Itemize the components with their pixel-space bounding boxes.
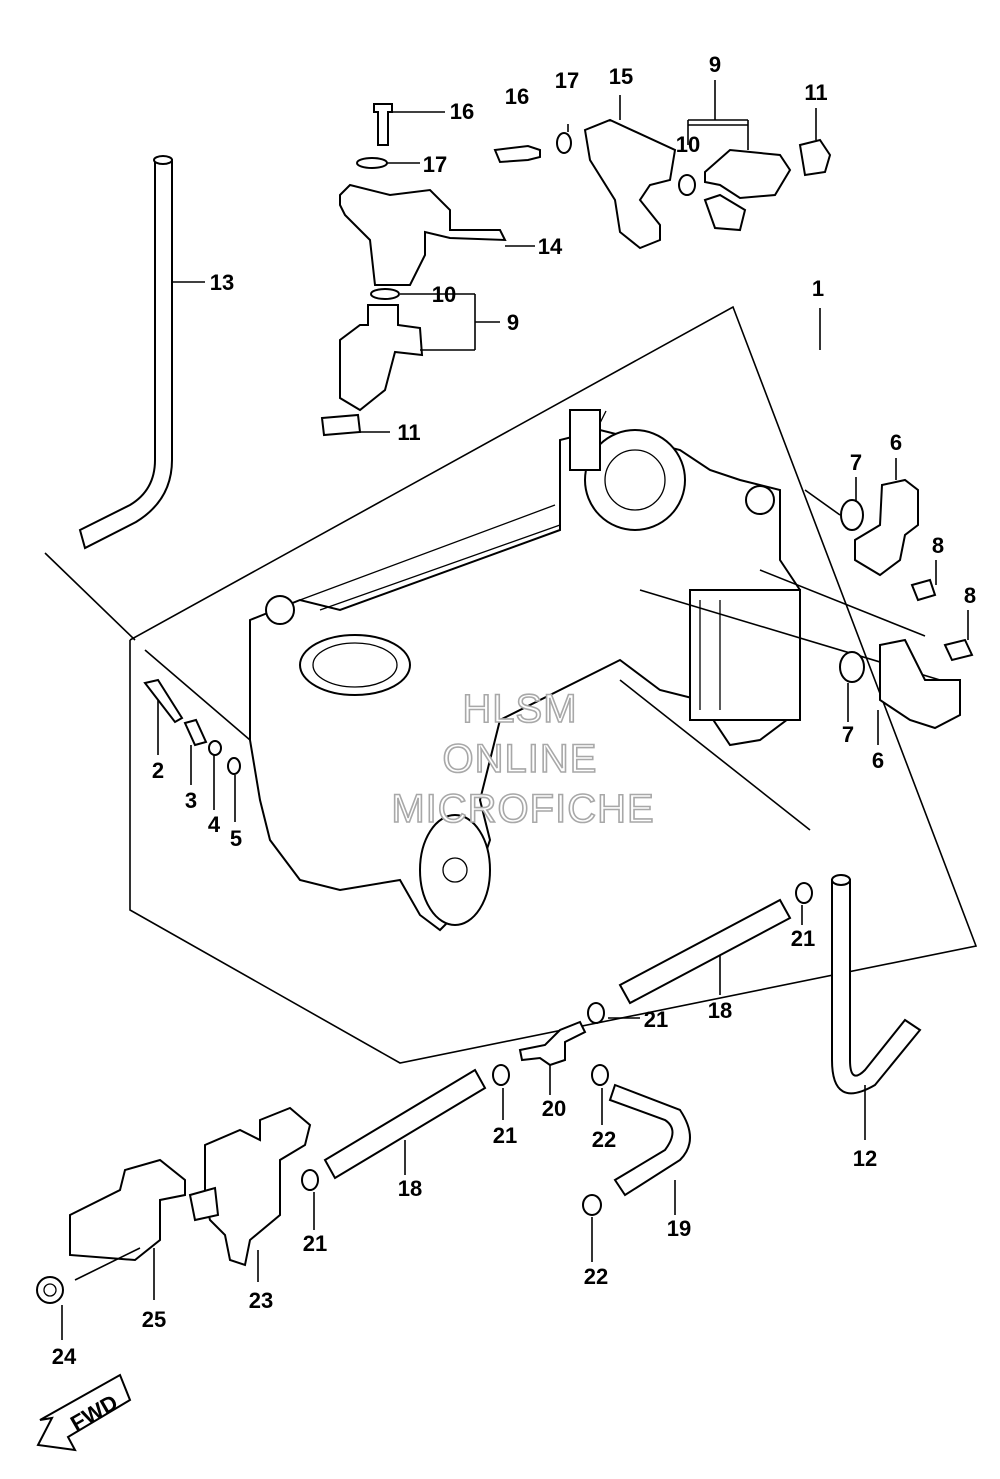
hose-13 (78, 155, 205, 550)
fuel-rail-right (493, 80, 832, 250)
small-parts-2-5 (143, 678, 241, 775)
callout-11-left: 11 (397, 420, 420, 445)
watermark-line-1: HLSM (462, 687, 577, 731)
callout-9-right: 9 (709, 52, 721, 77)
callout-1: 1 (812, 276, 824, 301)
callout-21-a: 21 (791, 926, 815, 951)
callout-18-left: 18 (398, 1176, 422, 1201)
fwd-arrow: FWD (36, 1373, 132, 1452)
callout-16-left: 16 (450, 99, 474, 124)
callout-21-b: 21 (644, 1007, 668, 1032)
callout-22-a: 22 (592, 1127, 616, 1152)
callout-12: 12 (853, 1146, 877, 1171)
callout-6-lower: 6 (872, 748, 884, 773)
callout-17-left: 17 (423, 152, 447, 177)
callout-18-right: 18 (708, 998, 732, 1023)
callout-21-c: 21 (493, 1123, 517, 1148)
fuel-rail-left (339, 103, 535, 286)
callout-8-lower: 8 (964, 583, 976, 608)
callout-11-right: 11 (804, 80, 827, 105)
callout-21-d: 21 (303, 1231, 327, 1256)
throttle-body (249, 409, 801, 932)
callout-8-upper: 8 (932, 533, 944, 558)
hose-12 (831, 874, 922, 1140)
callout-2: 2 (152, 758, 164, 783)
callout-13: 13 (210, 270, 234, 295)
callout-14: 14 (538, 234, 563, 259)
callout-3: 3 (185, 788, 197, 813)
injector-left (320, 288, 500, 437)
hoses-lower (301, 882, 813, 1262)
sensors-right (839, 458, 974, 745)
callout-25: 25 (142, 1307, 166, 1332)
callout-22-b: 22 (584, 1264, 608, 1289)
callout-9-left: 9 (507, 310, 519, 335)
callout-17-right: 17 (555, 68, 579, 93)
watermark-line-2: ONLINE (443, 737, 598, 781)
callout-6-upper: 6 (890, 430, 902, 455)
callout-5: 5 (230, 826, 242, 851)
callout-10-left: 10 (432, 282, 456, 307)
callout-20: 20 (542, 1096, 566, 1121)
callout-23: 23 (249, 1288, 273, 1313)
callout-15: 15 (609, 64, 633, 89)
callout-7-lower: 7 (842, 722, 854, 747)
watermark: HLSM ONLINE MICROFICHE (391, 686, 655, 832)
callout-19: 19 (667, 1216, 691, 1241)
callouts: 1 2 3 4 5 6 6 7 7 8 8 9 9 10 10 11 11 12… (52, 52, 976, 1369)
watermark-line-3: MICROFICHE (391, 787, 654, 831)
callout-10-right: 10 (676, 132, 700, 157)
callout-16-right: 16 (505, 84, 529, 109)
callout-4: 4 (208, 812, 221, 837)
callout-24: 24 (52, 1344, 77, 1369)
solenoid-bracket (36, 1106, 312, 1340)
callout-7-upper: 7 (850, 450, 862, 475)
assembly-boundary (44, 305, 978, 1064)
